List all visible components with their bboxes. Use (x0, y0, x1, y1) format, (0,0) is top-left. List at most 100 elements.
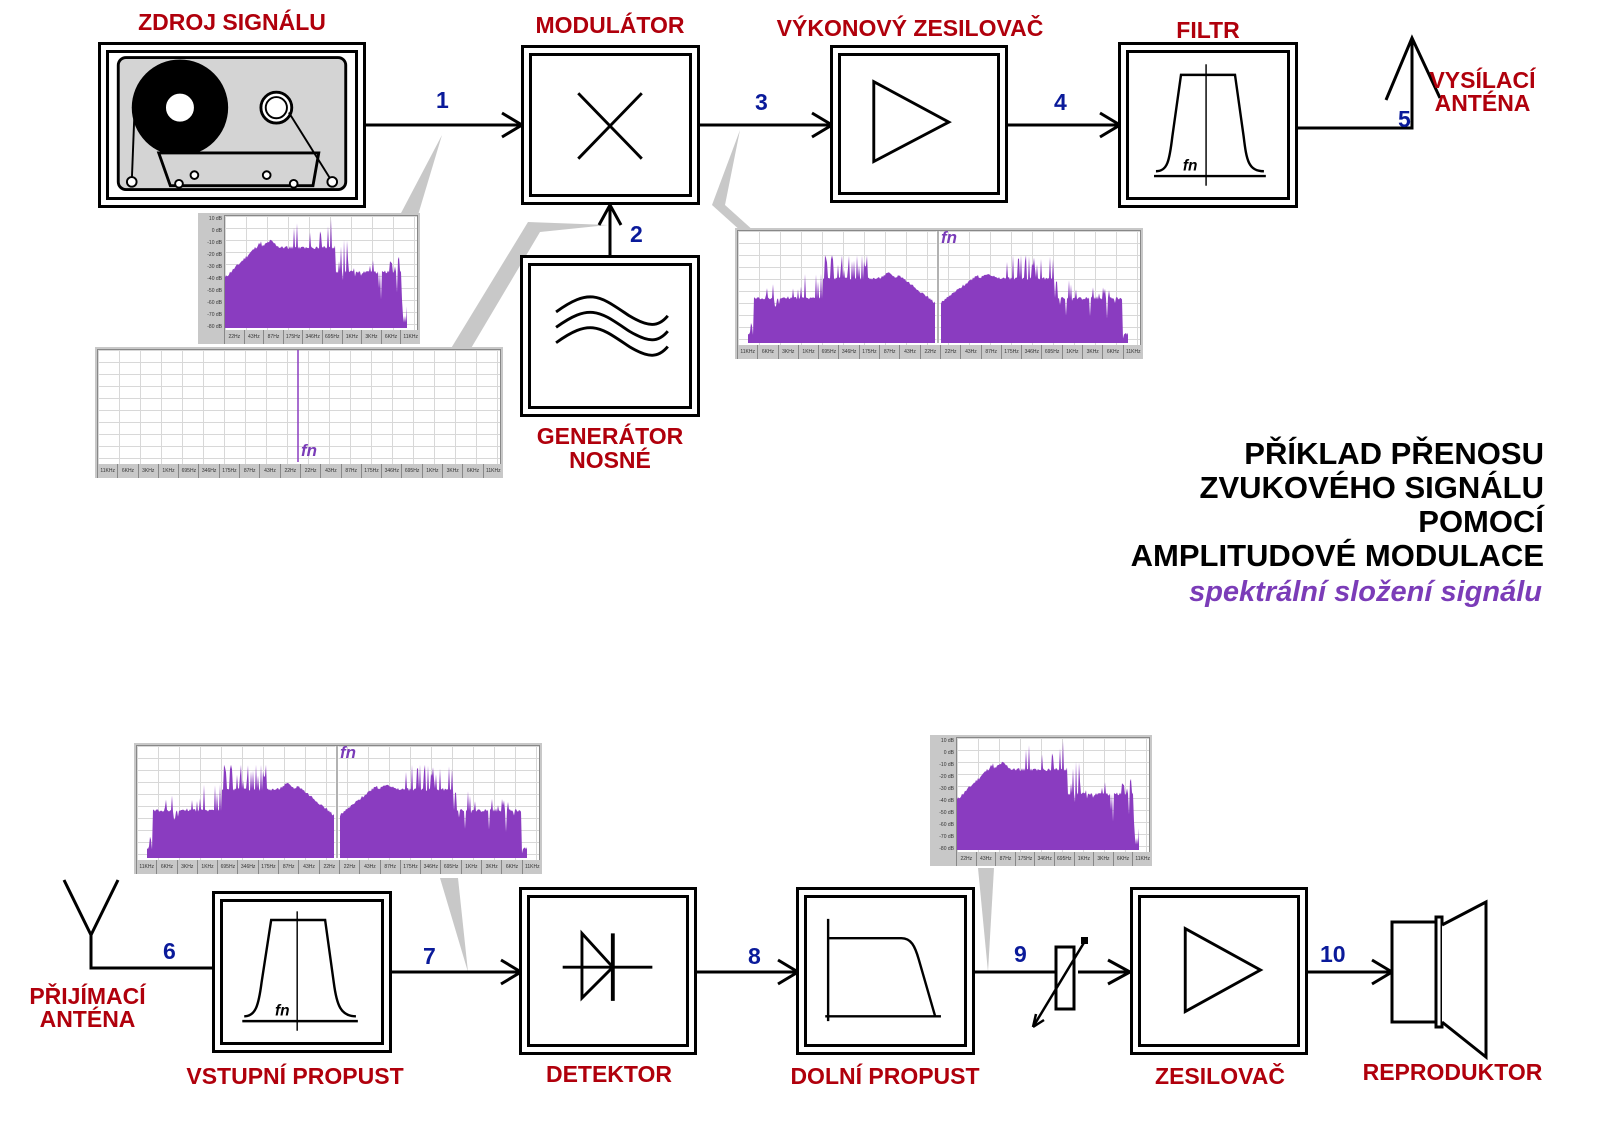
label-detector: DETEKTOR (545, 1061, 673, 1087)
x-tick-label: 3KHz (442, 464, 462, 478)
x-tick-label: 43Hz (899, 345, 919, 359)
x-tick-label: 22Hz (338, 860, 359, 874)
x-tick-label: 87Hz (980, 345, 1001, 359)
carrier-fn-label: fn (301, 441, 318, 460)
label-amplifier: ZESILOVAČ (1155, 1063, 1285, 1089)
bandpass-curve-icon: fn (242, 911, 358, 1031)
x-tick-label: 175Hz (257, 860, 278, 874)
x-tick-label: 11KHz (400, 330, 420, 344)
x-tick-label: 175Hz (1014, 852, 1035, 866)
x-tick-label: 695Hz (401, 464, 421, 478)
x-tick-label: 346Hz (1034, 852, 1054, 866)
x-tick-label: 87Hz (278, 860, 298, 874)
y-tick-label: 10 dB (940, 738, 954, 744)
spectrum-fill (225, 219, 407, 328)
x-tick-label: 695Hz (217, 860, 237, 874)
x-tick-label: 175Hz (1000, 345, 1021, 359)
y-tick-label: -40 dB (939, 798, 954, 804)
lowpass-block[interactable] (796, 887, 975, 1055)
spectrum-graph (297, 350, 299, 462)
callout-2 (450, 222, 608, 350)
x-tick-label: 43Hz (359, 860, 379, 874)
y-tick-label: -30 dB (939, 786, 954, 792)
x-tick-label: 175Hz (282, 330, 303, 344)
x-tick-label: 22Hz (279, 464, 300, 478)
diode-icon (562, 929, 653, 1002)
y-tick-label: -10 dB (939, 762, 954, 768)
detector-block[interactable] (519, 887, 697, 1055)
x-tick-label: 1KHz (1061, 345, 1082, 359)
x-tick-label: 22Hz (919, 345, 940, 359)
x-tick-label: 22Hz (224, 330, 244, 344)
spectrum-graph (147, 746, 527, 858)
spectrum-fill (340, 764, 527, 858)
x-tick-label: 6KHz (462, 464, 482, 478)
callout-1 (400, 135, 442, 215)
x-tick-label: 3KHz (137, 464, 158, 478)
power-amplifier-block[interactable] (830, 45, 1008, 203)
lowpass-curve-icon (825, 918, 941, 1022)
cassette-icon (116, 56, 348, 192)
x-tick-label: 3KHz (777, 345, 798, 359)
spectrum-plot-area (97, 349, 501, 465)
x-tick-label: 43Hz (320, 464, 340, 478)
bandpass-fn-label: fn (275, 1002, 290, 1019)
x-tick-label: 11KHz (737, 345, 757, 359)
x-tick-label: 11KHz (482, 464, 503, 478)
x-tick-label: 175Hz (360, 464, 381, 478)
callout-9 (978, 868, 994, 972)
x-tick-label: 6KHz (1112, 852, 1133, 866)
label-filter: FILTR (1176, 17, 1240, 43)
x-tick-label: 3KHz (361, 330, 381, 344)
x-tick-label: 87Hz (340, 464, 361, 478)
node-8: 8 (748, 943, 761, 969)
y-tick-label: -60 dB (939, 822, 954, 828)
x-tick-label: 11KHz (1122, 345, 1143, 359)
x-tick-label: 6KHz (380, 330, 401, 344)
spectrum-fill (748, 255, 935, 343)
title-line-4: AMPLITUDOVÉ MODULACE (1130, 538, 1544, 573)
rx-antenna-icon (62, 879, 120, 939)
x-tick-label: 346Hz (302, 330, 322, 344)
signal-source-block[interactable] (98, 42, 366, 208)
label-tx-antenna-1: VYSÍLACÍ (1429, 67, 1536, 93)
node-4: 4 (1054, 89, 1067, 115)
y-tick-label: -80 dB (939, 846, 954, 852)
x-tick-label: 175Hz (858, 345, 879, 359)
speaker-icon (1390, 899, 1488, 1061)
node-7: 7 (423, 943, 436, 969)
modulator-block[interactable] (521, 45, 700, 205)
x-tick-label: 346Hz (381, 464, 401, 478)
y-tick-label: -70 dB (939, 834, 954, 840)
label-tx-antenna-2: ANTÉNA (1434, 90, 1531, 116)
x-tick-label: 3KHz (176, 860, 197, 874)
node-2: 2 (630, 221, 643, 247)
callout-wedges (400, 130, 994, 972)
label-carrier-generator-1: GENERÁTOR (536, 423, 684, 449)
spectrum-graph (748, 231, 1128, 343)
callout-7 (440, 878, 468, 972)
input-bandpass-block[interactable]: fn (212, 891, 392, 1053)
filter-block[interactable]: fn (1118, 42, 1298, 208)
y-tick-label: -70 dB (207, 312, 222, 318)
x-tick-label: 3KHz (1093, 852, 1113, 866)
title-line-1: PŘÍKLAD PŘENOSU (1244, 436, 1544, 471)
amplifier-block[interactable] (1130, 887, 1308, 1055)
carrier-generator-block[interactable] (520, 255, 700, 417)
x-tick-label: 346Hz (1021, 345, 1041, 359)
arrow-2 (597, 201, 623, 226)
spectrum-fill (957, 741, 1139, 850)
x-tick-label: 3KHz (1082, 345, 1102, 359)
y-tick-label: -60 dB (207, 300, 222, 306)
tx-antenna-icon (1384, 34, 1442, 101)
filter-fn-label: fn (1183, 157, 1198, 174)
